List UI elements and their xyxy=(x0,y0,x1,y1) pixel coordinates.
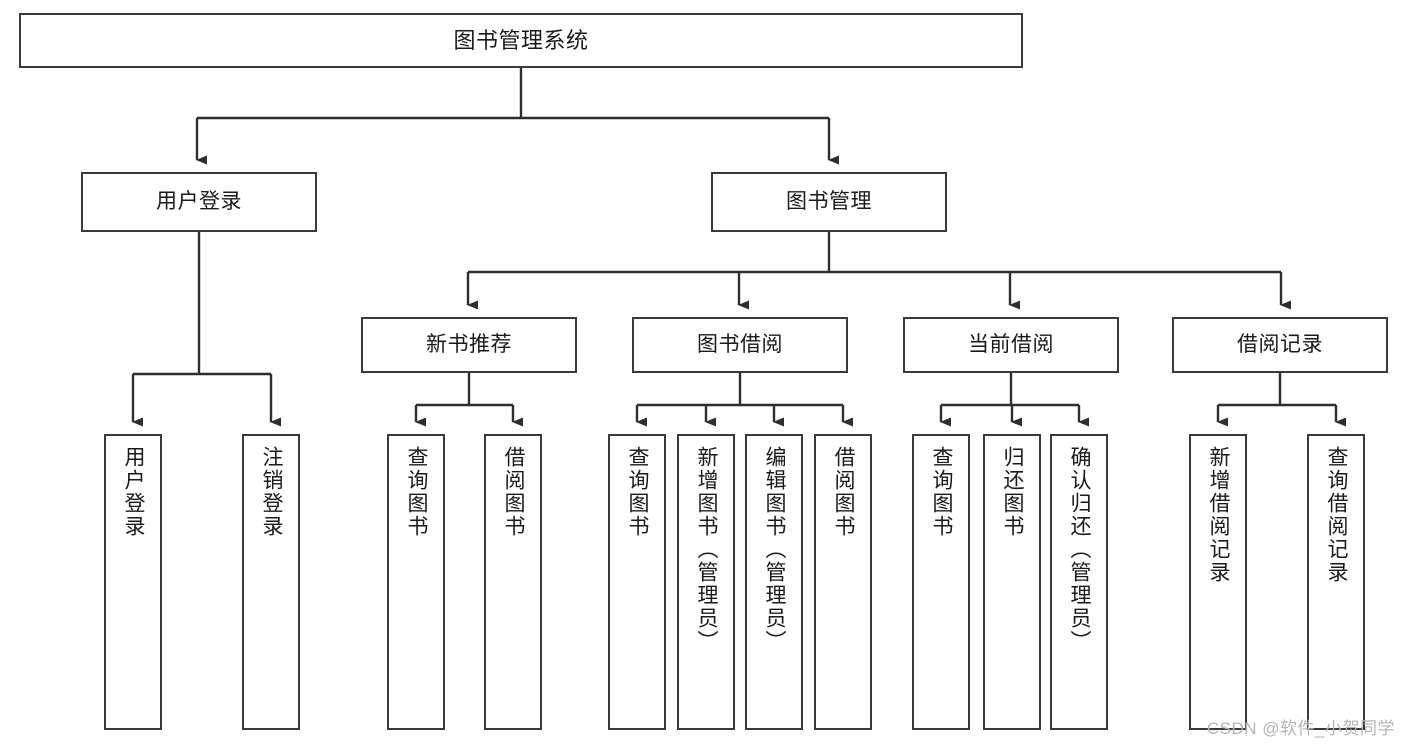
leaf-borrow-book[interactable]: 借阅图书 xyxy=(814,434,872,730)
leaf-edit-book-admin-label: 编辑图书（管理员） xyxy=(763,446,787,653)
node-borrow-records[interactable]: 借阅记录 xyxy=(1172,317,1388,373)
leaf-borrow-book-label: 借阅图书 xyxy=(832,446,856,538)
leaf-user-login[interactable]: 用户登录 xyxy=(104,434,162,730)
watermark: CSDN @软件_小贺同学 xyxy=(1206,719,1395,738)
leaf-user-login-label: 用户登录 xyxy=(122,446,146,538)
node-new-book-recommend[interactable]: 新书推荐 xyxy=(361,317,577,373)
node-book-borrow[interactable]: 图书借阅 xyxy=(632,317,848,373)
leaf-add-book-admin[interactable]: 新增图书（管理员） xyxy=(677,434,735,730)
leaf-add-book-admin-label: 新增图书（管理员） xyxy=(695,446,719,653)
node-root[interactable]: 图书管理系统 xyxy=(19,13,1023,68)
node-book-management[interactable]: 图书管理 xyxy=(711,172,947,232)
leaf-query-book-recommend-label: 查询图书 xyxy=(405,446,429,538)
leaf-return-book[interactable]: 归还图书 xyxy=(983,434,1041,730)
leaf-query-borrow-record[interactable]: 查询借阅记录 xyxy=(1307,434,1365,730)
leaf-add-borrow-record[interactable]: 新增借阅记录 xyxy=(1189,434,1247,730)
leaf-return-book-label: 归还图书 xyxy=(1001,446,1025,538)
leaf-query-borrow-record-label: 查询借阅记录 xyxy=(1325,446,1349,584)
node-user-login[interactable]: 用户登录 xyxy=(81,172,317,232)
leaf-logout[interactable]: 注销登录 xyxy=(242,434,300,730)
node-root-label: 图书管理系统 xyxy=(453,27,589,53)
leaf-borrow-book-recommend[interactable]: 借阅图书 xyxy=(484,434,542,730)
leaf-add-borrow-record-label: 新增借阅记录 xyxy=(1207,446,1231,584)
leaf-edit-book-admin[interactable]: 编辑图书（管理员） xyxy=(745,434,803,730)
leaf-borrow-book-recommend-label: 借阅图书 xyxy=(502,446,526,538)
node-new-book-recommend-label: 新书推荐 xyxy=(426,332,512,356)
leaf-query-book-borrow[interactable]: 查询图书 xyxy=(608,434,666,730)
leaf-confirm-return-admin-label: 确认归还（管理员） xyxy=(1068,446,1092,653)
leaf-logout-label: 注销登录 xyxy=(260,446,284,538)
node-current-borrow-label: 当前借阅 xyxy=(968,332,1054,356)
leaf-query-book-recommend[interactable]: 查询图书 xyxy=(387,434,445,730)
node-current-borrow[interactable]: 当前借阅 xyxy=(903,317,1119,373)
node-user-login-label: 用户登录 xyxy=(156,189,242,213)
leaf-query-book-borrow-label: 查询图书 xyxy=(626,446,650,538)
leaf-query-book-current[interactable]: 查询图书 xyxy=(912,434,970,730)
leaf-confirm-return-admin[interactable]: 确认归还（管理员） xyxy=(1050,434,1108,730)
node-book-borrow-label: 图书借阅 xyxy=(697,332,783,356)
node-borrow-records-label: 借阅记录 xyxy=(1237,332,1323,356)
leaf-query-book-current-label: 查询图书 xyxy=(930,446,954,538)
node-book-management-label: 图书管理 xyxy=(786,189,872,213)
